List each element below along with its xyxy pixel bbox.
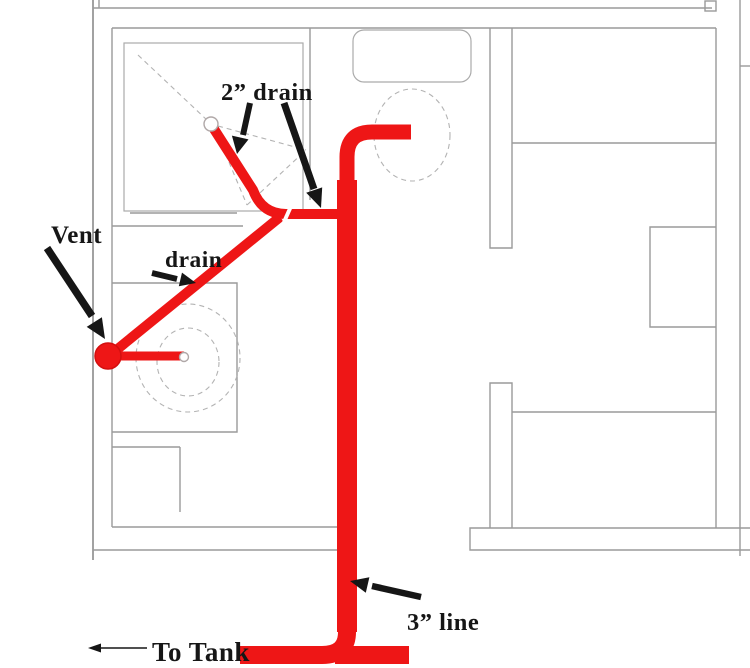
arrow-to-tank [88,643,147,653]
main-line-top-stub [339,124,411,200]
label-vent: Vent [51,222,102,249]
arrow-3in-line [350,577,422,601]
label-3in-line: 3” line [407,609,479,636]
main-line-bottom-elbow [240,610,356,664]
arrow-2in-drain-left [231,102,253,154]
shower-drain-port [203,116,219,132]
vent-riser [94,342,122,370]
label-drain: drain [165,247,222,273]
label-to-tank: To Tank [152,637,250,667]
annotations: 2” drain Vent drain 3” line To Tank [43,79,479,667]
label-2in-drain: 2” drain [221,79,313,106]
drain-pipes [94,116,411,664]
toilet-top [352,29,472,182]
toilet-drain-port [178,351,190,363]
arrow-vent [43,245,105,339]
toilet-drain-pipe [105,213,284,360]
floorplan-walls [92,0,750,560]
arrow-2in-drain-right [280,101,323,208]
arrow-drain [151,270,196,287]
